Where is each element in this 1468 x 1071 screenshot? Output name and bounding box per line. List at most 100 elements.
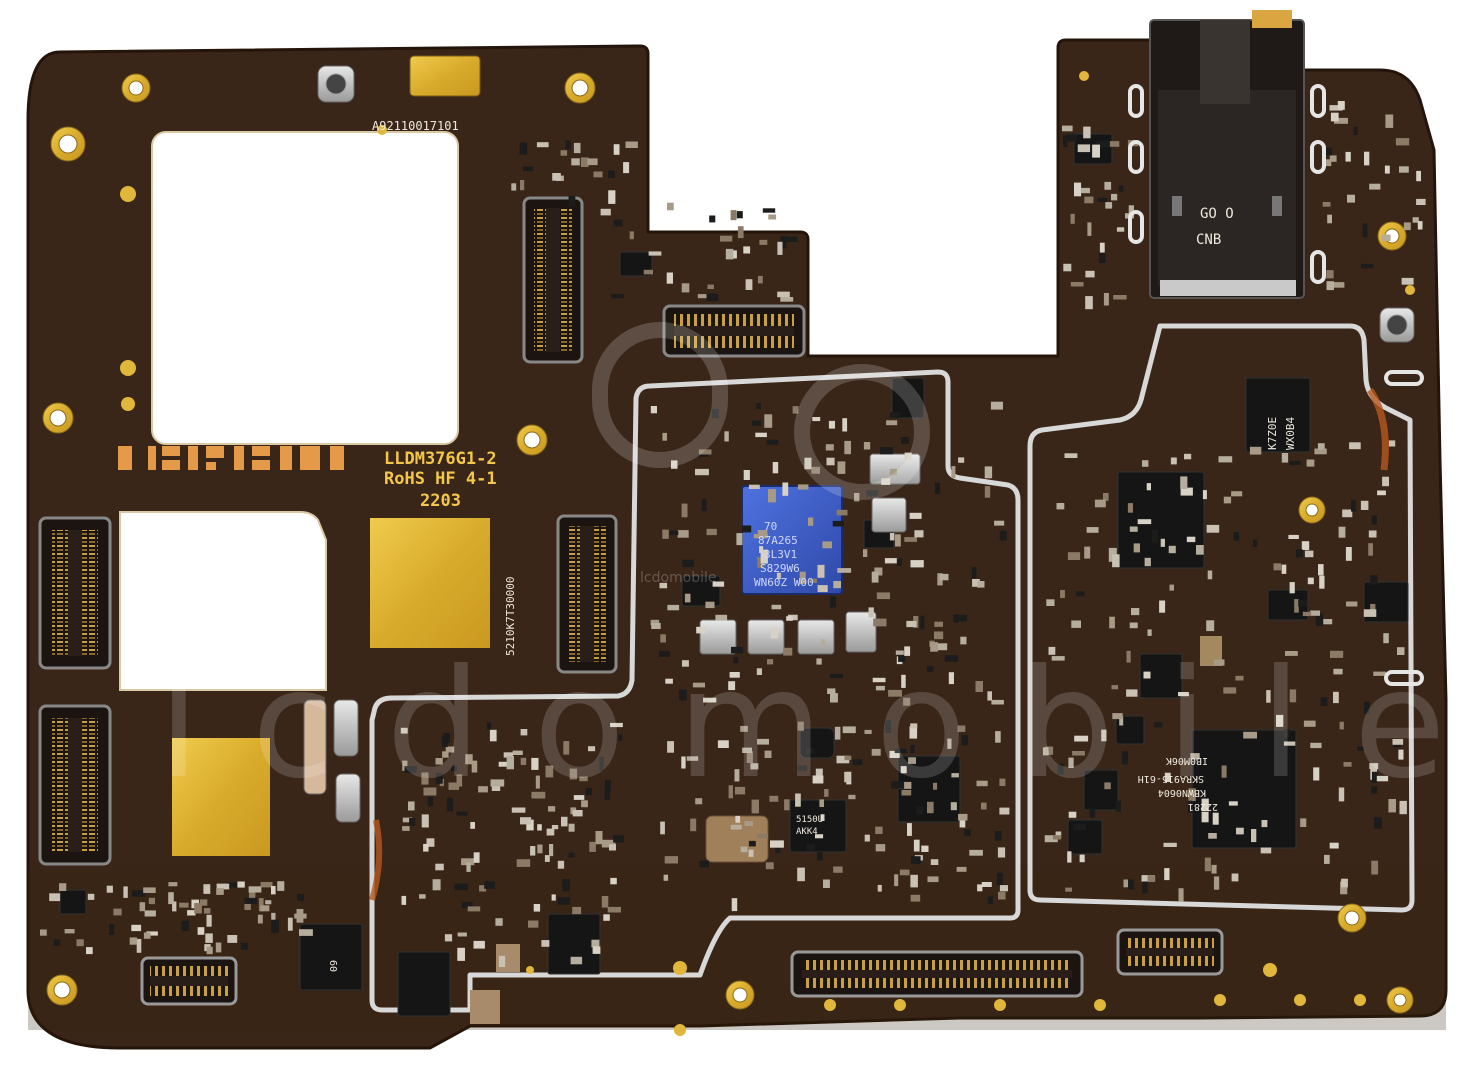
smd-part [40, 929, 47, 936]
smd-part [797, 867, 805, 882]
smd-part [1346, 601, 1358, 607]
smd-part [1129, 622, 1138, 629]
smd-part [216, 883, 230, 890]
smd-part [1347, 194, 1355, 203]
smd-part [172, 901, 177, 912]
smd-part [1068, 811, 1077, 818]
smd-part [1051, 656, 1065, 661]
smd-part [1363, 609, 1377, 617]
smd-part [580, 157, 589, 167]
smd-part [1112, 713, 1123, 720]
smd-part [720, 235, 733, 242]
smd-part [226, 882, 240, 888]
smd-part [745, 279, 753, 290]
smd-part [1070, 282, 1084, 287]
smd-part [1208, 833, 1217, 839]
smd-part [1099, 242, 1105, 254]
smd-part [977, 884, 983, 892]
smd-part [1329, 105, 1343, 111]
smd-part [1288, 534, 1299, 539]
smd-part [981, 802, 987, 810]
smd-part [770, 840, 784, 848]
smd-part [1077, 144, 1091, 153]
smd-part [777, 291, 790, 298]
smd-part [815, 768, 823, 776]
smd-part [1349, 442, 1361, 450]
smd-part [701, 498, 707, 512]
smd-part [1187, 800, 1193, 813]
smd-part [730, 824, 742, 830]
smd-part [994, 520, 1005, 526]
smd-part [573, 142, 581, 154]
smd-part [782, 482, 789, 496]
smd-part [1351, 499, 1356, 512]
smd-part [698, 452, 709, 457]
smd-part [1164, 772, 1171, 782]
tan-cap [1200, 636, 1222, 666]
smd-part [885, 720, 891, 733]
smd-part [611, 294, 624, 299]
serial-text: A92110017101 [372, 119, 459, 133]
smd-part [1388, 440, 1396, 447]
smd-part [1231, 491, 1243, 497]
small-ic-line-1: 5150U [796, 815, 823, 825]
smd-part [64, 929, 75, 934]
smd-part [1103, 293, 1109, 306]
rohs-text: RoHS HF 4-1 [384, 469, 497, 489]
smd-part [1382, 476, 1389, 487]
smd-part [1345, 151, 1351, 162]
smd-part [408, 801, 415, 811]
smd-part [473, 940, 485, 949]
smd-part [769, 795, 779, 802]
smd-part [1067, 552, 1081, 560]
smd-part [757, 738, 769, 745]
smd-part [822, 541, 832, 549]
smd-part [451, 766, 457, 772]
smd-part [1340, 881, 1348, 895]
smd-part [827, 688, 836, 694]
smd-part [299, 929, 313, 936]
smd-part [934, 643, 948, 651]
vertical-code-text: 5210K7T30000 [504, 577, 517, 656]
smd-part [1112, 554, 1120, 568]
smd-part [756, 402, 761, 410]
smd-part [1103, 493, 1109, 501]
smd-part [677, 530, 689, 538]
smd-part [531, 757, 539, 770]
smd-part [1066, 134, 1077, 142]
smd-part [776, 572, 781, 580]
smd-part [987, 691, 992, 701]
smd-part [610, 722, 623, 728]
smd-part [777, 241, 783, 255]
smd-part [1190, 753, 1200, 760]
smd-part [520, 817, 532, 825]
smd-part [834, 726, 841, 740]
smd-part [783, 647, 793, 656]
smd-part [926, 666, 934, 672]
smd-part [697, 294, 712, 299]
smd-part [712, 581, 725, 587]
smd-part [682, 559, 694, 568]
smd-part [1399, 166, 1409, 173]
smd-part [823, 879, 830, 888]
smd-part [842, 726, 856, 734]
watermark-text: lcdomobile [158, 638, 1468, 812]
smd-part [743, 470, 750, 480]
smd-part [786, 616, 793, 621]
smd-part [1086, 527, 1099, 533]
smd-part [1104, 782, 1111, 790]
smd-part [206, 946, 213, 955]
smd-part [1223, 496, 1232, 504]
smd-part [1301, 541, 1310, 550]
smd-part [572, 810, 583, 817]
smd-part [725, 248, 734, 260]
smd-part [888, 689, 902, 697]
gold-pad-2 [172, 738, 270, 856]
smd-part [123, 886, 128, 898]
smd-part [203, 884, 211, 894]
smd-part [958, 813, 968, 821]
smd-part [736, 533, 743, 546]
smd-part [601, 896, 609, 908]
smd-part [401, 895, 407, 905]
